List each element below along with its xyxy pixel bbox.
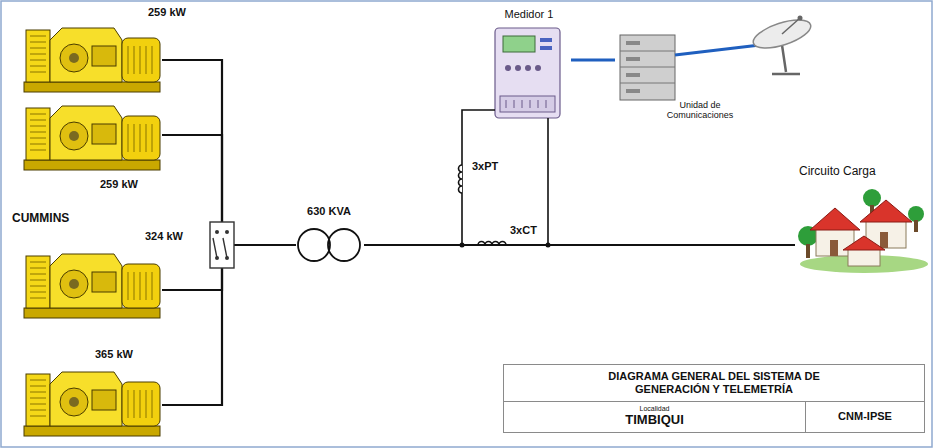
generator: 324 kW xyxy=(20,228,205,323)
generator-set xyxy=(24,28,160,92)
communications-unit xyxy=(626,57,640,61)
switch-symbol xyxy=(213,238,227,258)
title-block: DIAGRAMA GENERAL DEL SISTEMA DE GENERACI… xyxy=(503,364,925,433)
load-village xyxy=(798,189,928,273)
transformer-symbol xyxy=(328,229,360,261)
switch-symbol xyxy=(210,222,234,268)
generator: 259 kW xyxy=(20,4,205,96)
generator: 259 kW xyxy=(20,98,205,198)
generator-set xyxy=(24,254,160,318)
satellite-dish xyxy=(798,16,803,21)
load-village xyxy=(843,236,885,250)
pt-ct-wiring xyxy=(462,110,495,245)
node-text: 324 kW xyxy=(145,230,183,243)
communications-unit: Unidad de Comunicaciones xyxy=(615,28,742,133)
node-text: 259 kW xyxy=(100,178,138,191)
communications-unit xyxy=(620,35,675,100)
load-village xyxy=(908,206,924,222)
pt-label: 3xPT xyxy=(472,160,498,173)
communications-unit xyxy=(626,73,640,77)
meter-device xyxy=(525,65,531,71)
node-text: 630 KVA xyxy=(296,205,362,218)
generator-set xyxy=(24,28,160,436)
meter-device xyxy=(495,28,560,118)
load-village xyxy=(830,240,838,256)
load-village xyxy=(860,200,912,222)
load-village xyxy=(810,208,860,230)
connector-wire xyxy=(205,245,296,405)
switch-symbol xyxy=(215,230,219,234)
satellite-dish xyxy=(750,14,814,74)
meter-device xyxy=(540,46,552,50)
generator-set xyxy=(24,372,160,436)
satellite-dish xyxy=(772,45,800,74)
satellite-dish xyxy=(750,14,814,53)
node-text: Medidor 1 xyxy=(489,8,569,21)
generator: 365 kW xyxy=(20,344,205,440)
meter-device xyxy=(505,65,511,71)
load-village xyxy=(863,189,881,207)
communications-unit xyxy=(626,41,640,45)
transformer: 630 KVA xyxy=(296,205,364,262)
transformer-symbol xyxy=(298,229,330,261)
node-text: Unidad de Comunicaciones xyxy=(660,100,740,121)
location-cell: LocalidadTIMBIQUI xyxy=(504,401,806,432)
transformer-symbol xyxy=(298,229,360,261)
communications-unit xyxy=(626,89,640,93)
satellite-dish xyxy=(782,18,800,34)
connector-wire xyxy=(364,244,795,246)
communications-unit xyxy=(620,51,675,83)
load-circuit: Circuito Carga xyxy=(795,165,925,275)
node-text: 259 kW xyxy=(148,6,186,19)
meter: Medidor 1 xyxy=(485,6,571,124)
node-text: Localidad xyxy=(512,405,797,413)
meter-device xyxy=(515,65,521,71)
meter-device xyxy=(500,96,555,112)
node-text: DIAGRAMA GENERAL DEL SISTEMA DE GENERACI… xyxy=(504,365,924,401)
ct-label: 3xCT xyxy=(510,224,537,237)
pt-coil xyxy=(459,165,463,193)
node-text: 365 kW xyxy=(95,348,133,361)
code-cell: CNM-IPSE xyxy=(806,401,924,432)
connector-wire xyxy=(571,59,615,62)
meter-device xyxy=(506,100,546,108)
meter-device xyxy=(503,36,535,52)
generator-set xyxy=(24,106,160,170)
connector-wire xyxy=(205,60,296,245)
node-text: Circuito Carga xyxy=(799,165,876,179)
load-village xyxy=(848,248,880,266)
pt-ct-wiring xyxy=(547,118,549,245)
communications-unit xyxy=(620,35,675,100)
meter-device xyxy=(495,28,560,118)
ct-coil xyxy=(478,242,506,246)
load-village xyxy=(806,244,810,258)
pt-ct-wiring xyxy=(460,110,551,248)
meter-device xyxy=(535,65,541,71)
switch-symbol xyxy=(225,230,229,234)
load-village xyxy=(880,232,888,248)
meter-device xyxy=(540,38,552,42)
manufacturer-label: CUMMINS xyxy=(12,212,69,226)
node-subtext: TIMBIQUI xyxy=(512,413,797,428)
load-village xyxy=(914,220,918,232)
data-link xyxy=(675,45,760,55)
node-text: CNM-IPSE xyxy=(838,410,892,423)
switch-symbol xyxy=(210,222,234,268)
